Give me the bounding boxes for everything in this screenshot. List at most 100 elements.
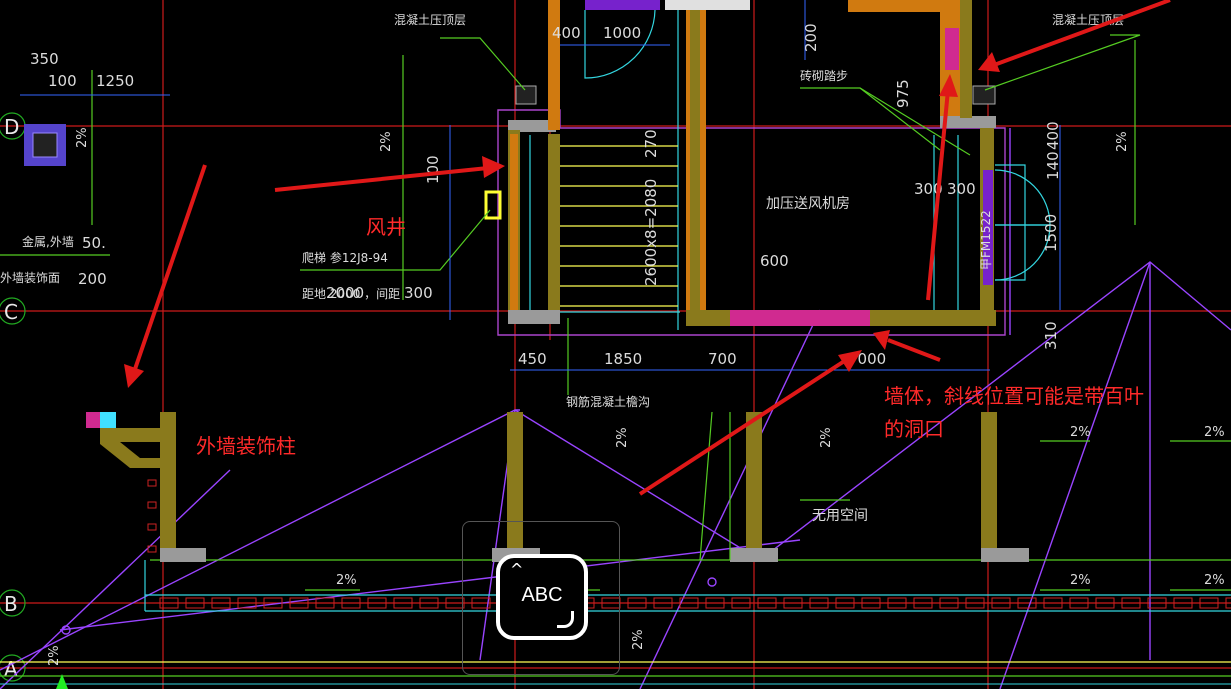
grid-label-d: D [4,115,19,139]
dimension-lines [20,0,1061,371]
note-left-1: 金属,外墙 [22,234,74,249]
leader-lines [0,34,1231,591]
dim-400: 400 [552,24,581,42]
gutter-dash [341,597,361,609]
dim-300-pitch: 300 [404,284,433,302]
note-gutter: 钢筋混凝土檐沟 [566,394,650,409]
dim-140: 140 [1044,151,1062,180]
dim-300-b: 300 [947,180,976,198]
red-arrows [124,0,1171,496]
dim-200: 200 [802,23,820,52]
dim-1000: 1000 [603,24,641,42]
gutter-dash [1043,597,1063,609]
dim-200-left: 200 [78,270,107,288]
slope-12: 2% [47,645,62,666]
gutter-dash [601,597,621,609]
ocr-caret-icon: ^ [510,560,524,579]
ocr-overlay-panel [462,521,620,675]
annotation-column: 外墙装饰柱 [196,434,296,458]
dim-100-left: 100 [424,155,442,184]
gutter-dash [393,597,413,609]
slope-10: 2% [1204,573,1225,588]
gutter-dash [263,597,283,609]
gutter-dash [1173,597,1193,609]
slope-9: 2% [1070,573,1091,588]
note-cap-left: 混凝土压顶层 [394,12,466,27]
gutter-dash [783,597,803,609]
slope-6: 2% [1070,425,1091,440]
door-tag: 甲FM1522 [979,210,993,270]
gutter-dash [315,597,335,609]
stair-treads [560,145,678,307]
gutter-dash [445,597,465,609]
gutter-dash [1147,597,1167,609]
gutter-dash [679,597,699,609]
gutter-dash [835,597,855,609]
annotation-wall-2: 的洞口 [884,417,944,441]
dim-1500: 1500 [1042,214,1060,252]
note-left-2: 外墙装饰面 [0,271,60,285]
dim-975: 975 [894,79,912,108]
gutter-dash [627,597,647,609]
gutter-dash [809,597,829,609]
gutter-dash [1069,597,1089,609]
gutter-dash [705,597,725,609]
slope-11: 2% [631,629,646,650]
room-name-fan: 加压送风机房 [766,196,850,212]
slope-8: 2% [336,573,357,588]
grid-label-c: C [4,300,18,324]
note-ladder-pitch: 距地 2000 ，间距 [302,287,400,301]
ocr-corner-icon [557,611,574,628]
ocr-button-label: ABC [521,584,563,606]
gutter-dash [367,597,387,609]
gutter-dash [1121,597,1141,609]
gutter-dash [887,597,907,609]
gutter-dash [731,597,751,609]
gutter-dash [419,597,439,609]
dim-350: 350 [30,50,59,68]
dim-700: 700 [708,350,737,368]
dim-300-a: 300 [914,180,943,198]
walls [24,0,1029,562]
gutter-dash [965,597,985,609]
slope-5: 2% [819,427,834,448]
gutter-dash [913,597,933,609]
gutter-dash [939,597,959,609]
dim-1250: 1250 [96,72,134,90]
dim-100: 100 [48,72,77,90]
gutter-dash [1095,597,1115,609]
dim-600: 600 [760,252,789,270]
gutter-dash [289,597,309,609]
annotation-wall: 墙体，斜线位置可能是带百叶 [884,384,1144,408]
gutter-dash [1225,597,1231,609]
gutter-dash [1199,597,1219,609]
gutter-dashes [147,479,1231,609]
slope-1: 2% [75,127,90,148]
gutter-dash [185,597,205,609]
dim-50: 50. [82,234,106,252]
grid-label-b: B [4,592,18,616]
column-dash [147,479,157,487]
gutter-dash [757,597,777,609]
dim-1850: 1850 [604,350,642,368]
dim-2000: 2000 [326,284,364,302]
gutter-dash [653,597,673,609]
column-dash [147,545,157,553]
column-dash [147,501,157,509]
gutter-dash [861,597,881,609]
slope-2: 2% [379,131,394,152]
gutter-dash [159,597,179,609]
dim-310: 310 [1042,321,1060,350]
dim-stair: 2600x8=2080 [642,179,660,286]
dim-400-right: 400 [1044,121,1062,150]
note-steps: 砖砌踏步 [800,68,848,83]
slope-3: 2% [1115,131,1130,152]
dim-450: 450 [518,350,547,368]
grid-label-a: A [4,657,18,681]
ocr-text-button[interactable]: ^ ABC [496,554,588,640]
base-marker [56,674,68,689]
slope-4: 2% [615,427,630,448]
